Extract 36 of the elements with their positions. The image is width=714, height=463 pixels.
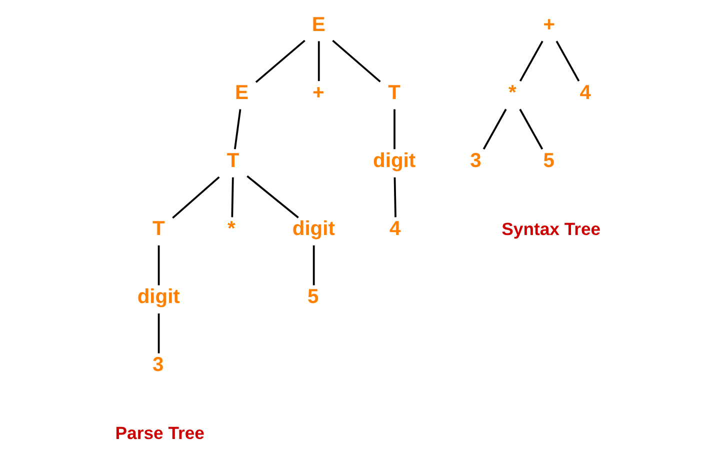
connector [255,40,306,83]
node-text: T [388,82,401,104]
connector [172,176,220,219]
node-text: 5 [308,286,319,308]
node-text: T [152,218,165,240]
connector [394,109,396,150]
node-text: 4 [580,82,592,104]
node-text: 4 [389,218,401,240]
connector [332,40,381,82]
connector [312,245,315,286]
connector [556,40,580,82]
connector [158,245,160,286]
node-text: E [235,82,248,104]
connector [158,313,160,354]
connector [318,41,320,82]
node-text: + [312,82,324,104]
connector [231,177,234,218]
node-text: * [508,82,516,104]
node-text: T [226,150,240,172]
connector [394,177,396,218]
connector [234,109,242,150]
node-text: E [312,14,326,36]
node-text: 3 [470,150,482,172]
node-text: * [227,218,236,240]
label: Syntax Tree [502,218,601,239]
connector [246,175,299,218]
connector [519,40,544,82]
node-text: digit [292,218,335,240]
connector [482,108,507,150]
label: Parse Tree [115,423,204,444]
node-text: 3 [152,354,164,376]
node-text: digit [137,286,180,308]
node-text: digit [373,150,416,172]
node-text: + [543,14,556,36]
connector [519,108,544,150]
node-text: 5 [543,150,554,172]
